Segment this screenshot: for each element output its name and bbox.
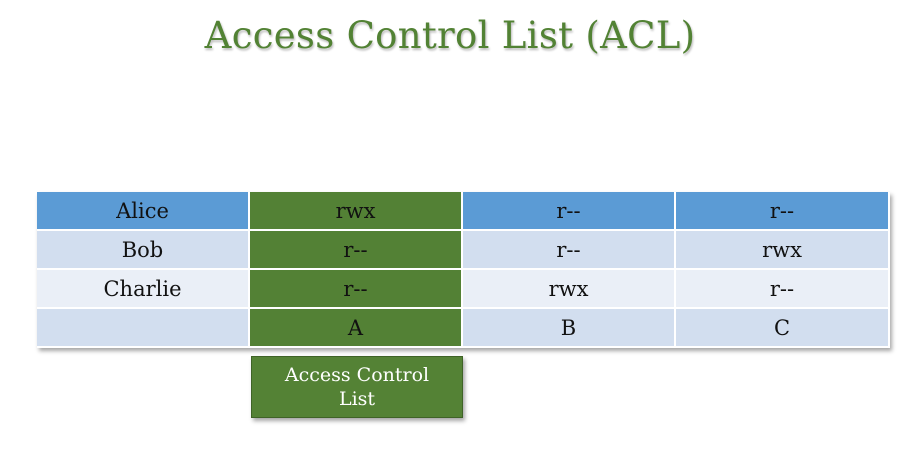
object-label-cell: A [250, 309, 461, 346]
permission-cell: r-- [676, 192, 888, 229]
acl-legend-label: Access Control List [284, 364, 430, 410]
object-label-cell: C [676, 309, 888, 346]
permission-cell: r-- [463, 192, 674, 229]
subject-cell: Alice [37, 192, 248, 229]
acl-legend-box: Access Control List [251, 356, 463, 418]
empty-corner-cell [37, 309, 248, 346]
permission-cell: r-- [676, 270, 888, 307]
page-title: Access Control List (ACL) [204, 14, 696, 57]
subject-cell: Bob [37, 231, 248, 268]
permission-cell: rwx [676, 231, 888, 268]
subject-cell: Charlie [37, 270, 248, 307]
acl-cell: r-- [250, 270, 461, 307]
acl-cell: rwx [250, 192, 461, 229]
acl-matrix-table: Alice rwx r-- r-- Bob r-- r-- rwx Charli… [37, 192, 890, 348]
object-label-cell: B [463, 309, 674, 346]
acl-cell: r-- [250, 231, 461, 268]
permission-cell: rwx [463, 270, 674, 307]
permission-cell: r-- [463, 231, 674, 268]
